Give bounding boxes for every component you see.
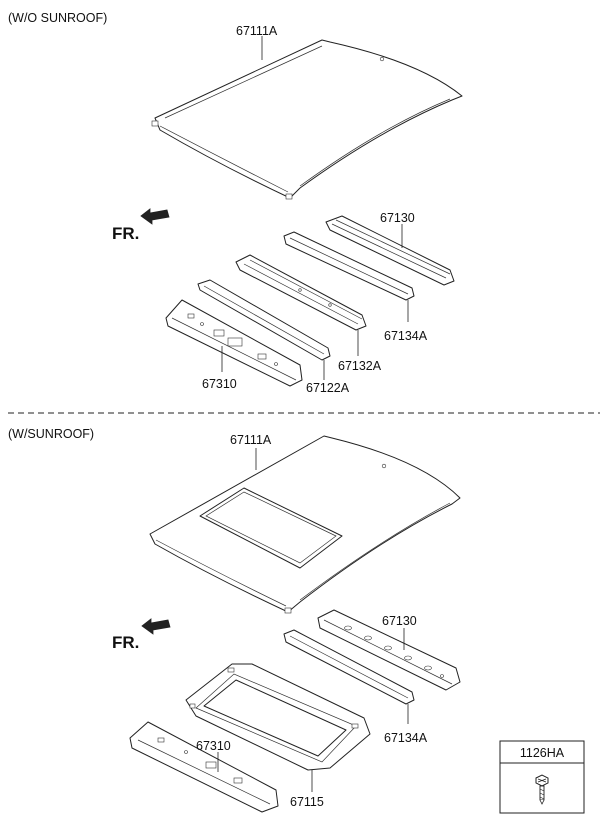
section-title-without-sunroof: (W/O SUNROOF)	[8, 11, 107, 25]
front-direction-arrow-bottom	[141, 618, 171, 635]
label-roof-top: 67111A	[236, 24, 278, 38]
sunroof-frame-67115	[185, 663, 371, 771]
front-label-bottom: FR.	[112, 633, 139, 652]
label-rail-67130-bottom: 67130	[382, 614, 417, 628]
front-label-top: FR.	[112, 224, 139, 243]
rail-67122a	[197, 279, 331, 361]
section-title-with-sunroof: (W/SUNROOF)	[8, 427, 94, 441]
rail-67130-top	[325, 215, 455, 286]
label-rail-67132a: 67132A	[338, 359, 382, 373]
roof-panel-bottom	[149, 435, 461, 614]
rail-67130-bottom	[317, 609, 461, 691]
label-rail-67130-top: 67130	[380, 211, 415, 225]
screw-icon	[535, 774, 549, 805]
rail-67134a-top	[283, 231, 415, 301]
rail-67132a	[235, 254, 367, 331]
label-roof-bottom: 67111A	[230, 433, 272, 447]
rail-67310-bottom	[129, 721, 279, 813]
rail-67134a-bottom	[283, 629, 415, 705]
rail-67310-top	[165, 299, 303, 387]
label-rail-67134a-top: 67134A	[384, 329, 428, 343]
label-rail-67134a-bottom: 67134A	[384, 731, 428, 745]
label-rail-67310-top: 67310	[202, 377, 237, 391]
front-direction-arrow-top	[140, 208, 170, 225]
roof-panel-top	[151, 39, 463, 200]
label-frame-67115: 67115	[290, 795, 324, 809]
label-part-box-1126ha: 1126HA	[520, 746, 565, 760]
label-rail-67310-bottom: 67310	[196, 739, 231, 753]
label-rail-67122a: 67122A	[306, 381, 350, 395]
